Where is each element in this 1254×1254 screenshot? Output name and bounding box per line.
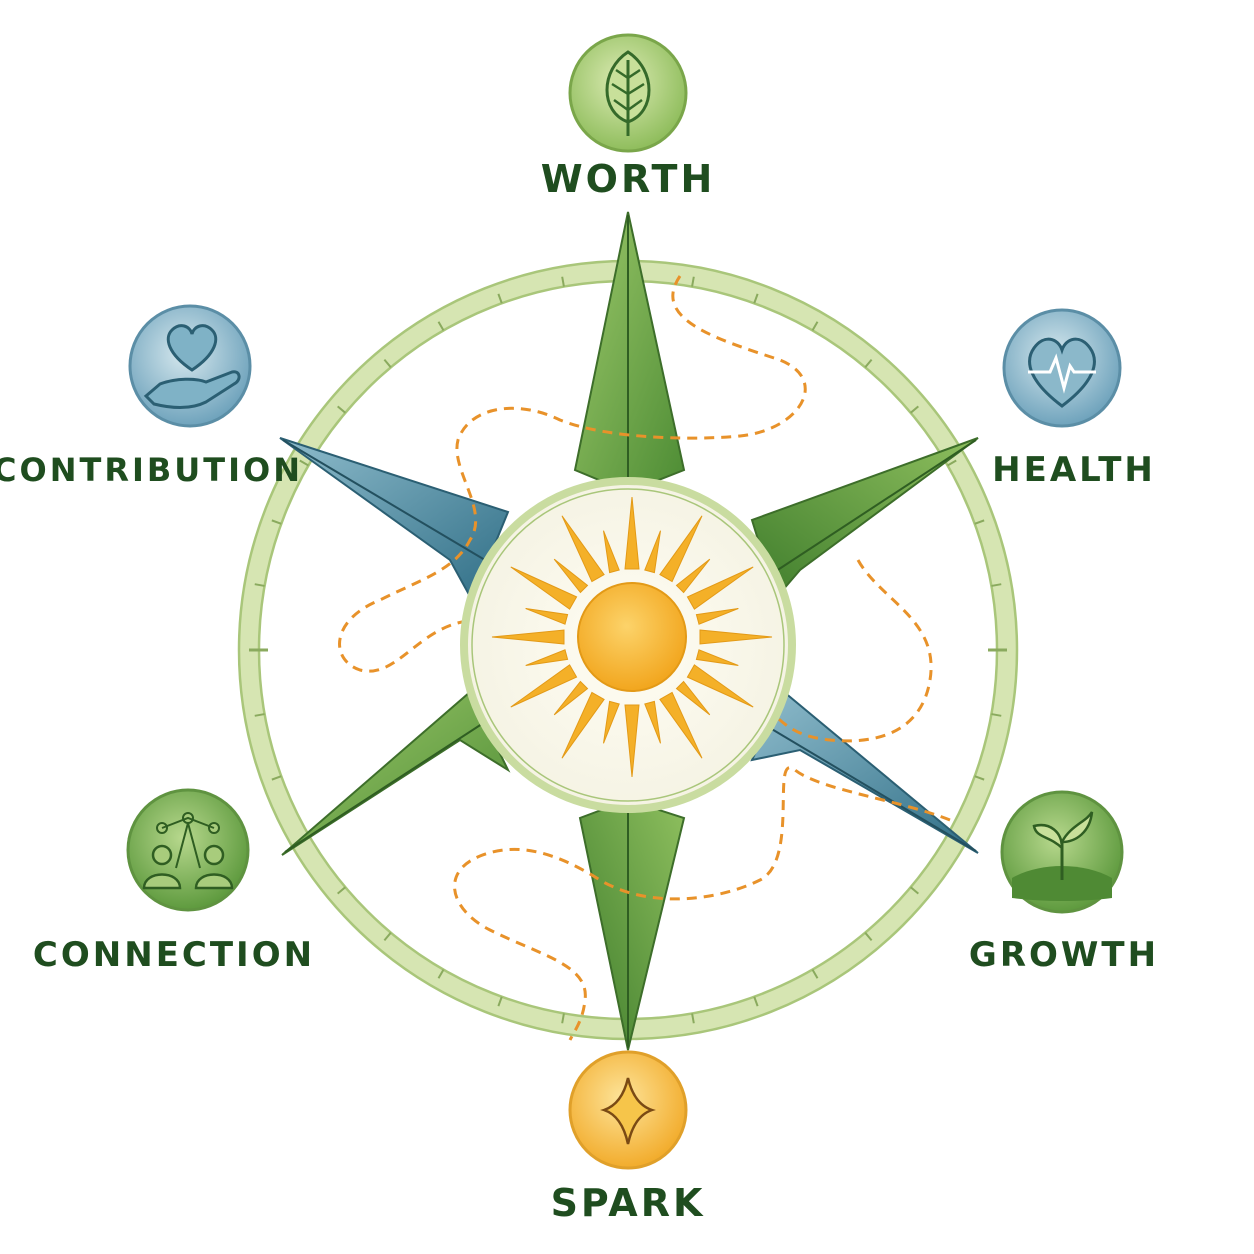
sprout-icon bbox=[1012, 811, 1112, 901]
sun-ray bbox=[603, 530, 620, 574]
sun-ray bbox=[510, 566, 578, 610]
sun-ray bbox=[624, 704, 640, 778]
leaf-north bbox=[573, 211, 686, 494]
sparkle-icon bbox=[600, 1077, 656, 1145]
node-spark[interactable]: SPARK bbox=[551, 1050, 706, 1225]
label-contribution: CONTRIBUTION bbox=[0, 451, 303, 489]
sun-ray bbox=[553, 558, 589, 594]
sun-ray bbox=[699, 629, 773, 645]
label-connection: CONNECTION bbox=[33, 935, 315, 975]
people-network-icon bbox=[142, 812, 234, 890]
label-health: HEALTH bbox=[992, 450, 1156, 490]
sun-icon bbox=[577, 582, 687, 692]
ring-tick bbox=[497, 293, 503, 304]
sun-ray bbox=[644, 700, 661, 744]
sun-ray bbox=[659, 691, 703, 759]
ring-tick bbox=[437, 969, 445, 979]
sun-ray bbox=[675, 680, 711, 716]
leaf-south-east bbox=[750, 690, 979, 854]
node-health[interactable]: HEALTH bbox=[992, 308, 1156, 490]
ring-tick bbox=[910, 405, 919, 414]
ring-tick bbox=[299, 459, 309, 467]
node-connection[interactable]: CONNECTION bbox=[33, 788, 315, 975]
dashed-path-south bbox=[453, 766, 951, 1041]
compass-leaves bbox=[279, 211, 979, 1051]
ring-tick bbox=[691, 276, 695, 287]
node-growth[interactable]: GROWTH bbox=[969, 790, 1159, 975]
sun-ray bbox=[675, 558, 711, 594]
label-worth: WORTH bbox=[541, 157, 716, 201]
sun-ray bbox=[553, 680, 589, 716]
sun-ray bbox=[695, 608, 739, 625]
leaf-south bbox=[578, 798, 686, 1051]
ring-tick bbox=[991, 713, 1002, 717]
ring-tick bbox=[561, 276, 565, 287]
node-worth[interactable]: WORTH bbox=[541, 33, 716, 201]
ring-tick bbox=[753, 996, 759, 1007]
sun-ray bbox=[686, 566, 754, 610]
dashed-path bbox=[338, 275, 807, 673]
sun-ray bbox=[644, 530, 661, 574]
ring-tick bbox=[691, 1013, 695, 1024]
sun-rays bbox=[491, 496, 773, 778]
ring-tick bbox=[383, 932, 392, 941]
sun-ray bbox=[561, 515, 605, 583]
label-spark: SPARK bbox=[551, 1181, 706, 1225]
sun-ray bbox=[510, 664, 578, 708]
ring-tick bbox=[910, 886, 919, 895]
center-medallion bbox=[460, 477, 796, 813]
ring-tick bbox=[864, 932, 873, 941]
ring-tick bbox=[437, 321, 445, 331]
ring-tick bbox=[337, 886, 346, 895]
ring-tick bbox=[254, 713, 265, 717]
leaf-icon bbox=[605, 50, 651, 136]
ring-tick bbox=[811, 969, 819, 979]
ring-tick bbox=[974, 775, 985, 781]
heart-in-hand-icon bbox=[143, 324, 241, 409]
leaf-north-west bbox=[279, 437, 510, 603]
ring-tick bbox=[254, 583, 265, 587]
ring-tick bbox=[271, 775, 282, 781]
sun-ray bbox=[695, 649, 739, 666]
leaf-south-west bbox=[281, 690, 511, 856]
ring-tick bbox=[947, 459, 957, 467]
sun-ray bbox=[525, 608, 569, 625]
sun-ray bbox=[561, 691, 605, 759]
dashed-path-east bbox=[758, 559, 933, 743]
ring-tick bbox=[271, 519, 282, 525]
label-growth: GROWTH bbox=[969, 935, 1159, 975]
sun-ray bbox=[525, 649, 569, 666]
sun-ray bbox=[659, 515, 703, 583]
sun-ray bbox=[603, 700, 620, 744]
ring-tick bbox=[864, 359, 873, 368]
node-contribution[interactable]: CONTRIBUTION bbox=[0, 304, 303, 489]
ring-tick bbox=[383, 359, 392, 368]
ring-tick bbox=[497, 996, 503, 1007]
sun-ray bbox=[624, 496, 640, 570]
ring-tick bbox=[974, 519, 985, 525]
ring-tick bbox=[991, 583, 1002, 587]
ring-tick bbox=[561, 1013, 565, 1024]
ring-tick bbox=[337, 405, 346, 414]
sun-ray bbox=[491, 629, 565, 645]
heartbeat-icon bbox=[1028, 337, 1096, 408]
ring-tick bbox=[753, 293, 759, 304]
ring-tick bbox=[811, 321, 819, 331]
sun-ray bbox=[686, 664, 754, 708]
